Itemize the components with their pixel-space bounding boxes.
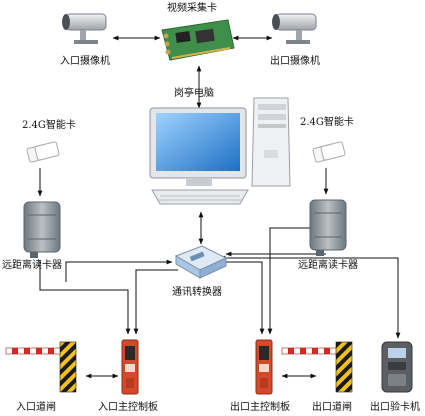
entry-controller-icon <box>121 339 139 395</box>
arrow-converter-exit-controller <box>225 261 265 335</box>
label-card-left: 2.4G智能卡 <box>22 120 76 131</box>
label-exit-gate: 出口道闸 <box>312 402 352 413</box>
arrow-converter-entry-controller <box>133 269 178 335</box>
label-entry-gate: 入口道闸 <box>16 402 56 413</box>
label-card-right: 2.4G智能卡 <box>300 117 354 128</box>
label-entry-controller: 入口主控制板 <box>98 402 158 413</box>
entry-gate-icon <box>5 341 77 393</box>
label-exit-controller: 出口主控制板 <box>230 402 290 413</box>
video-capture-card-icon <box>161 19 235 61</box>
label-entry-camera: 入口摄像机 <box>60 56 110 67</box>
card-left-icon <box>26 141 60 163</box>
arrow-reader-left-entry-controller <box>39 260 131 335</box>
exit-gate-icon <box>281 341 353 393</box>
exit-camera-icon <box>272 13 317 44</box>
label-video-card: 视频采集卡 <box>167 3 217 14</box>
exit-controller-icon <box>255 339 273 395</box>
label-reader-right: 远距离读卡器 <box>298 260 358 271</box>
reader-right-icon <box>309 199 347 256</box>
label-exit-camera: 出口摄像机 <box>270 56 320 67</box>
exit-verifier-icon <box>381 341 413 393</box>
entry-camera-icon <box>62 13 107 44</box>
card-right-icon <box>312 141 346 163</box>
reader-left-icon <box>23 201 61 258</box>
label-converter: 通讯转换器 <box>172 287 222 298</box>
label-exit-verifier: 出口验卡机 <box>370 402 420 413</box>
arrow-converter-exit-verifier <box>219 255 401 339</box>
arrow-reader-right-exit-controller <box>267 227 312 335</box>
label-reader-left: 远距离读卡器 <box>2 260 62 271</box>
arrow-reader-left-converter <box>65 259 173 282</box>
connectors <box>37 35 401 379</box>
converter-icon <box>174 245 228 279</box>
label-booth-pc: 岗亭电脑 <box>174 88 214 99</box>
booth-pc-icon <box>149 97 291 205</box>
